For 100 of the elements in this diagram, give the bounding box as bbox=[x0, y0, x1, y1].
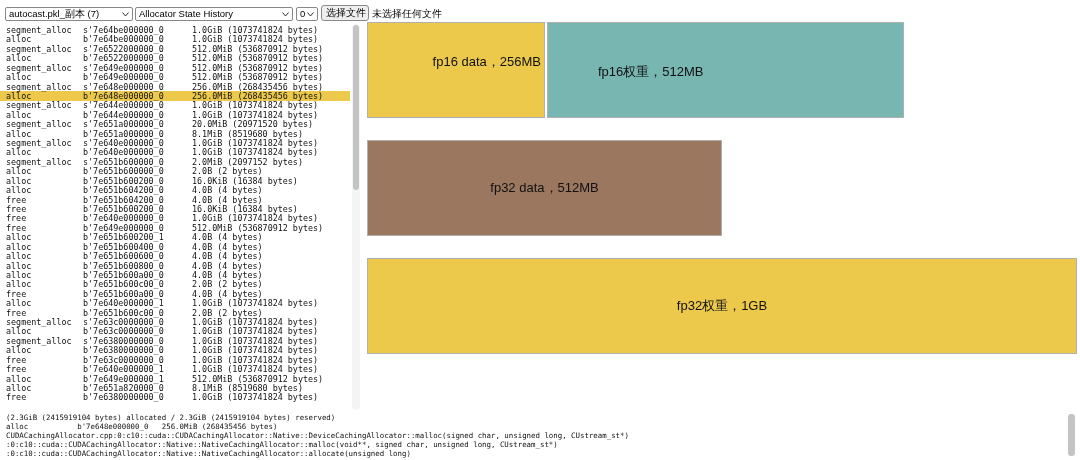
event-name: segment_alloc bbox=[6, 26, 72, 35]
block-address: b'7e64be000000_0 bbox=[83, 35, 164, 45]
block-address: b'7e644e000000_0 bbox=[83, 110, 164, 120]
block-address: s'7e649e000000_0 bbox=[83, 63, 164, 73]
block-size: 1.0GiB (1073741824 bytes) bbox=[192, 26, 319, 35]
block-address: b'7e651b600400_0 bbox=[83, 242, 164, 252]
memory-block: fp32权重，1GB bbox=[367, 258, 1077, 354]
event-name: alloc bbox=[6, 186, 32, 196]
block-address: s'7e6522000000_0 bbox=[83, 44, 164, 54]
event-name: alloc bbox=[6, 346, 32, 356]
event-name: free bbox=[6, 223, 27, 233]
block-size: 1.0GiB (1073741824 bytes) bbox=[192, 110, 319, 120]
block-size: 4.0B (4 bytes) bbox=[192, 242, 263, 252]
event-name: free bbox=[6, 308, 27, 318]
block-size: 1.0GiB (1073741824 bytes) bbox=[192, 148, 319, 158]
block-size: 4.0B (4 bytes) bbox=[192, 289, 263, 299]
memory-block: fp16权重，512MB bbox=[547, 22, 904, 118]
block-size: 1.0GiB (1073741824 bytes) bbox=[192, 346, 319, 356]
block-address: s'7e63c0000000_0 bbox=[83, 318, 164, 327]
event-name: alloc bbox=[6, 383, 32, 393]
block-size: 1.0GiB (1073741824 bytes) bbox=[192, 139, 319, 149]
event-name: alloc bbox=[6, 374, 32, 384]
block-size: 4.0B (4 bytes) bbox=[192, 261, 263, 271]
block-address: s'7e651b600000_0 bbox=[83, 157, 164, 167]
block-address: b'7e651a000000_0 bbox=[83, 129, 164, 139]
event-name: alloc bbox=[6, 110, 32, 120]
block-address: b'7e63c0000000_0 bbox=[83, 327, 164, 337]
event-name: alloc bbox=[6, 261, 32, 271]
event-name: segment_alloc bbox=[6, 336, 72, 346]
event-name: alloc bbox=[6, 54, 32, 64]
event-name: segment_alloc bbox=[6, 157, 72, 167]
event-name: free bbox=[6, 355, 27, 365]
event-name: alloc bbox=[6, 35, 32, 45]
block-size: 4.0B (4 bytes) bbox=[192, 252, 263, 262]
block-address: b'7e651b604200_0 bbox=[83, 186, 164, 196]
event-name: segment_alloc bbox=[6, 63, 72, 73]
block-address: s'7e648e000000_0 bbox=[83, 82, 164, 92]
block-address: s'7e6380000000_0 bbox=[83, 336, 164, 346]
block-address: b'7e651b600a00_0 bbox=[83, 289, 164, 299]
event-name: segment_alloc bbox=[6, 101, 72, 111]
block-address: b'7e640e000000_1 bbox=[83, 299, 164, 309]
block-address: s'7e640e000000_0 bbox=[83, 139, 164, 149]
event-name: alloc bbox=[6, 242, 32, 252]
event-name: alloc bbox=[6, 270, 32, 280]
block-size: 512.0MiB (536870912 bytes) bbox=[192, 223, 324, 233]
event-name: alloc bbox=[6, 91, 32, 101]
block-size: 4.0B (4 bytes) bbox=[192, 233, 263, 243]
block-address: b'7e651b600000_0 bbox=[83, 167, 164, 177]
event-name: alloc bbox=[6, 252, 32, 262]
memory-block: fp16 data，256MB bbox=[367, 22, 545, 118]
block-size: 16.0KiB (16384 bytes) bbox=[192, 204, 298, 214]
event-name: free bbox=[6, 195, 27, 205]
block-address: b'7e63c0000000_0 bbox=[83, 355, 164, 365]
event-name: alloc bbox=[6, 73, 32, 83]
block-size: 1.0GiB (1073741824 bytes) bbox=[192, 214, 319, 224]
event-name: segment_alloc bbox=[6, 120, 72, 130]
block-size: 512.0MiB (536870912 bytes) bbox=[192, 44, 324, 54]
block-address: b'7e640e000000_0 bbox=[83, 214, 164, 224]
block-address: b'7e6522000000_0 bbox=[83, 54, 164, 64]
block-size: 256.0MiB (268435456 bytes) bbox=[192, 82, 324, 92]
block-address: s'7e64be000000_0 bbox=[83, 26, 164, 35]
block-size: 1.0GiB (1073741824 bytes) bbox=[192, 101, 319, 111]
file-button: 选择文件 bbox=[321, 5, 369, 21]
view-dropdown: Allocator State History bbox=[135, 7, 293, 21]
block-size: 512.0MiB (536870912 bytes) bbox=[192, 54, 324, 64]
event-name: alloc bbox=[6, 148, 32, 158]
block-address: s'7e651a000000_0 bbox=[83, 120, 164, 130]
block-size: 8.1MiB (8519680 bytes) bbox=[192, 129, 303, 139]
event-name: alloc bbox=[6, 233, 32, 243]
block-address: b'7e651b600200_0 bbox=[83, 204, 164, 214]
block-address: s'7e644e000000_0 bbox=[83, 101, 164, 111]
event-name: free bbox=[6, 365, 27, 375]
file-dropdown: autocast.pkl_副本 (7) bbox=[5, 7, 133, 21]
block-size: 512.0MiB (536870912 bytes) bbox=[192, 374, 324, 384]
block-size: 1.0GiB (1073741824 bytes) bbox=[192, 365, 319, 375]
block-address: b'7e640e000000_0 bbox=[83, 148, 164, 158]
event-name: alloc bbox=[6, 129, 32, 139]
block-size: 1.0GiB (1073741824 bytes) bbox=[192, 336, 319, 346]
memory-block: fp32 data，512MB bbox=[367, 140, 722, 236]
block-size: 1.0GiB (1073741824 bytes) bbox=[192, 318, 319, 327]
block-size: 2.0B (2 bytes) bbox=[192, 167, 263, 177]
block-address: b'7e6380000000_0 bbox=[83, 346, 164, 356]
block-address: b'7e651b600c00_0 bbox=[83, 308, 164, 318]
event-name: free bbox=[6, 214, 27, 224]
event-name: alloc bbox=[6, 299, 32, 309]
block-address: b'7e651b604200_0 bbox=[83, 195, 164, 205]
block-address: b'7e651b600c00_0 bbox=[83, 280, 164, 290]
event-name: alloc bbox=[6, 280, 32, 290]
block-size: 4.0B (4 bytes) bbox=[192, 195, 263, 205]
event-name: segment_alloc bbox=[6, 139, 72, 149]
event-name: alloc bbox=[6, 327, 32, 337]
block-address: b'7e648e000000_0 bbox=[83, 91, 164, 101]
event-name: alloc bbox=[6, 167, 32, 177]
block-size: 2.0B (2 bytes) bbox=[192, 280, 263, 290]
event-name: segment_alloc bbox=[6, 318, 72, 327]
event-name: free bbox=[6, 289, 27, 299]
block-address: b'7e649e000000_0 bbox=[83, 223, 164, 233]
block-size: 512.0MiB (536870912 bytes) bbox=[192, 63, 324, 73]
block-address: b'7e6380000000_0 bbox=[83, 393, 164, 403]
index-dropdown: 0 bbox=[296, 7, 318, 21]
